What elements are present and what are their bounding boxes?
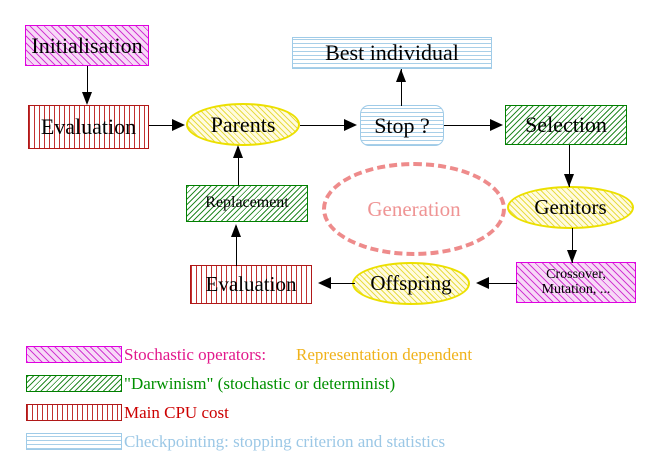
node-best-individual-label: Best individual bbox=[325, 40, 459, 66]
node-offspring[interactable]: Offspring bbox=[352, 262, 470, 305]
node-evaluation-top[interactable]: Evaluation bbox=[28, 105, 149, 149]
legend-swatch-red-vertical-hatch-icon bbox=[26, 404, 122, 421]
node-stop-label: Stop ? bbox=[374, 112, 430, 138]
edge-offspring-to-eval-line bbox=[327, 283, 355, 284]
node-crossover-mutation[interactable]: Crossover, Mutation, ... bbox=[516, 262, 636, 303]
node-selection[interactable]: Selection bbox=[505, 105, 627, 145]
edge-replacement-to-parents-line bbox=[238, 147, 239, 185]
legend-row: Stochastic operators: Representation dep… bbox=[0, 342, 662, 368]
node-crossover-line2: Mutation, ... bbox=[541, 281, 611, 297]
legend-label-main-cpu-cost: Main CPU cost bbox=[124, 403, 229, 422]
edge-stop-to-best-line bbox=[401, 69, 402, 106]
node-genitors-label: Genitors bbox=[534, 195, 607, 220]
edge-eval-to-replacement-arrow bbox=[231, 224, 241, 237]
edge-crossover-to-offspring-line bbox=[482, 283, 517, 284]
edge-eval-to-parents-arrow bbox=[172, 119, 185, 131]
edge-stop-to-selection-line bbox=[444, 125, 494, 126]
legend-swatch-green-diagonal-hatch-icon bbox=[26, 375, 122, 392]
legend: Stochastic operators: Representation dep… bbox=[0, 336, 662, 456]
edge-init-to-eval-arrow bbox=[82, 92, 92, 105]
node-initialisation[interactable]: Initialisation bbox=[25, 25, 149, 66]
node-generation-label: Generation bbox=[367, 196, 461, 221]
node-replacement[interactable]: Replacement bbox=[186, 185, 308, 222]
node-selection-label: Selection bbox=[525, 112, 607, 138]
legend-label-stochastic-operators: Stochastic operators: bbox=[124, 345, 267, 364]
edge-selection-to-genitors-line bbox=[569, 145, 570, 187]
legend-label-representation-dependent: Representation dependent bbox=[296, 345, 473, 364]
edge-offspring-to-eval-arrow bbox=[318, 277, 331, 289]
legend-swatch-magenta-diagonal-hatch-icon bbox=[26, 346, 122, 363]
edge-eval-to-parents-line bbox=[149, 125, 182, 126]
node-generation-boundary: Generation bbox=[322, 162, 506, 256]
legend-swatch-blue-horizontal-hatch-icon bbox=[26, 433, 122, 450]
node-initialisation-label: Initialisation bbox=[31, 32, 143, 58]
legend-row: "Darwinism" (stochastic or determinist) bbox=[0, 371, 662, 397]
node-evaluation-top-label: Evaluation bbox=[40, 114, 137, 140]
edge-parents-to-stop-line bbox=[300, 125, 348, 126]
edge-eval-to-replacement-line bbox=[236, 226, 237, 266]
node-stop[interactable]: Stop ? bbox=[360, 105, 444, 146]
edge-crossover-to-offspring-arrow bbox=[476, 277, 489, 289]
edge-parents-to-stop-arrow bbox=[344, 119, 357, 131]
node-parents-label: Parents bbox=[210, 111, 276, 137]
edge-genitors-to-crossover-line bbox=[572, 228, 573, 263]
node-evaluation-bottom[interactable]: Evaluation bbox=[190, 265, 312, 304]
legend-label-checkpointing: Checkpointing: stopping criterion and st… bbox=[124, 432, 446, 451]
node-best-individual[interactable]: Best individual bbox=[292, 37, 492, 69]
edge-stop-to-best-arrow bbox=[396, 69, 406, 82]
node-offspring-label: Offspring bbox=[370, 271, 452, 296]
legend-row: Main CPU cost bbox=[0, 400, 662, 426]
legend-row: Checkpointing: stopping criterion and st… bbox=[0, 429, 662, 455]
node-parents[interactable]: Parents bbox=[186, 103, 300, 146]
edge-selection-to-genitors-arrow bbox=[564, 174, 574, 187]
node-genitors[interactable]: Genitors bbox=[507, 186, 634, 229]
legend-label-darwinism: "Darwinism" (stochastic or determinist) bbox=[124, 374, 396, 393]
edge-init-to-eval-line bbox=[87, 66, 88, 94]
node-evaluation-bottom-label: Evaluation bbox=[205, 272, 297, 297]
node-replacement-label: Replacement bbox=[205, 194, 289, 212]
node-crossover-line1: Crossover, bbox=[546, 266, 606, 282]
edge-replacement-to-parents-arrow bbox=[233, 145, 243, 158]
edge-genitors-to-crossover-arrow bbox=[567, 250, 577, 263]
edge-stop-to-selection-arrow bbox=[490, 119, 503, 131]
